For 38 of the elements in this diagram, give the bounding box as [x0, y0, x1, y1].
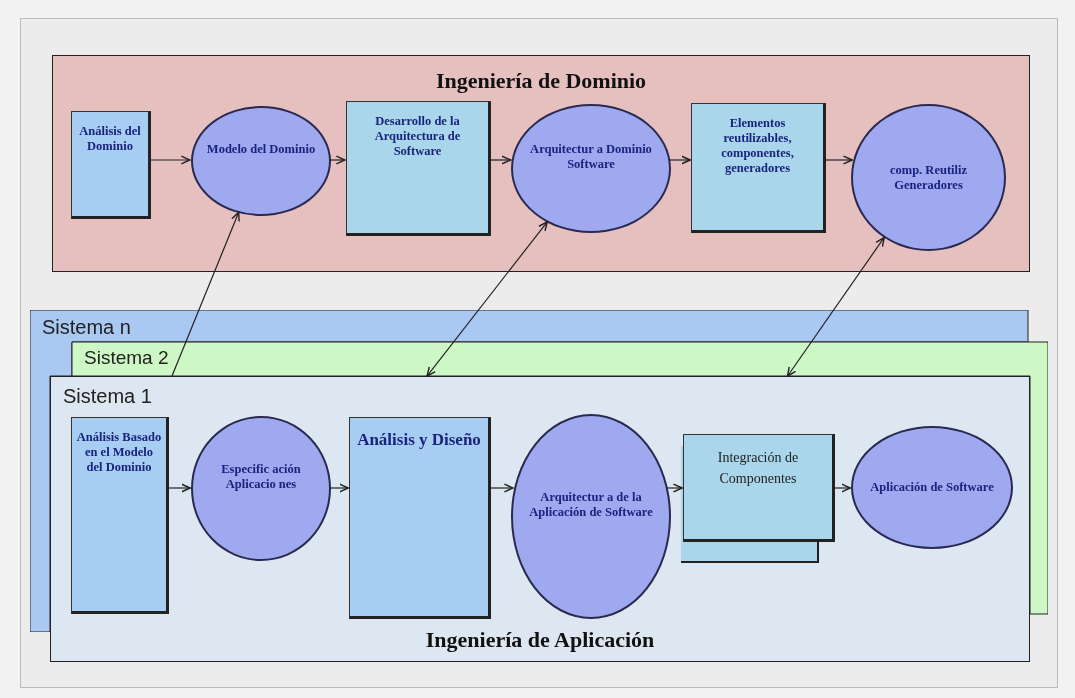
node-label: Integración de Componentes: [716, 449, 800, 488]
process-box: [71, 111, 151, 219]
node-label: Aplicación de Software: [870, 480, 994, 495]
arrow: [833, 483, 851, 493]
node-label: Arquitectur a Dominio Software: [529, 141, 653, 172]
node-label: Análisis Basado en el Modelo del Dominio: [76, 430, 162, 475]
node-label: Especific ación Aplicacio nes: [220, 461, 302, 492]
node-label: Arquitectur a de la Aplicación de Software: [528, 489, 654, 520]
arrow: [786, 236, 885, 377]
arrow: [329, 483, 349, 493]
process-box: [683, 434, 835, 542]
panel-label: Sistema 1: [63, 385, 152, 407]
panel-title: Ingeniería de Aplicación: [425, 626, 655, 654]
panel: [50, 376, 1030, 662]
process-box: [71, 417, 169, 614]
arrow: [171, 211, 240, 377]
process-box: [349, 417, 491, 619]
arrow: [426, 221, 548, 377]
arrow: [489, 155, 512, 165]
panel-title: Ingeniería de Dominio: [435, 67, 647, 95]
node-label: Análisis del Dominio: [78, 124, 142, 154]
arrow: [149, 155, 191, 165]
node-label: Modelo del Dominio: [206, 141, 316, 157]
arrow: [167, 483, 191, 493]
process-box: [346, 101, 491, 236]
node-label: Análisis y Diseño: [357, 430, 481, 451]
node-label: Elementos reutilizables, componentes, generadores: [720, 116, 795, 176]
arrow: [489, 483, 514, 493]
node-label: Desarrollo de la Arquitectura de Software: [373, 114, 462, 159]
arrow: [329, 155, 346, 165]
panel: [52, 55, 1030, 272]
sheet-label: Sistema n: [42, 316, 131, 338]
arrow: [668, 155, 691, 165]
arrow: [824, 155, 853, 165]
sheet-label: Sistema 2: [84, 347, 169, 368]
process-box: [691, 103, 826, 233]
arrow: [666, 483, 683, 493]
node-label: comp. Reutiliz Generadores: [888, 162, 969, 193]
